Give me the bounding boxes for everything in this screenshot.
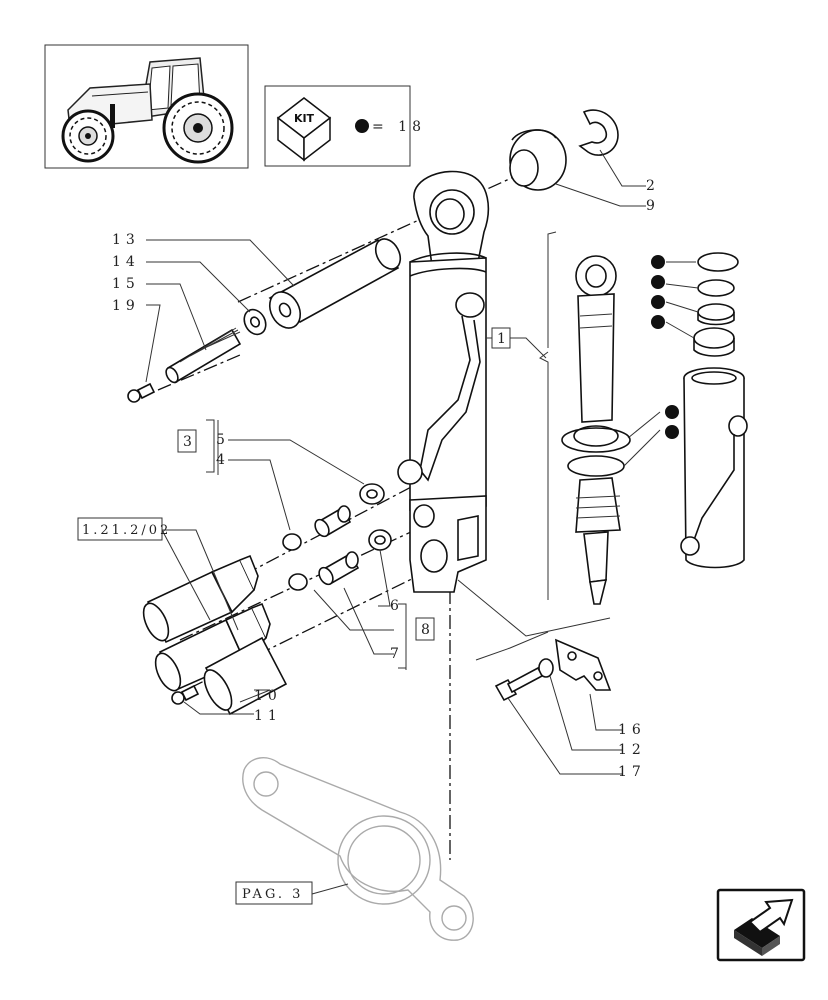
seal-kit-rings[interactable] <box>693 252 739 357</box>
callout-19: 19 <box>112 298 140 314</box>
ref-fittings-label: 8 <box>421 622 435 638</box>
pivot-pin[interactable] <box>264 235 406 334</box>
callout-12: 12 <box>618 742 646 758</box>
callout-6: 6 <box>390 598 404 614</box>
kit-quantity: = 18 <box>372 119 426 135</box>
plug-cap[interactable] <box>199 636 288 716</box>
o-ring-lower[interactable] <box>288 573 308 591</box>
pin-washer[interactable] <box>240 306 270 338</box>
callout-13: 13 <box>112 232 140 248</box>
tractor-icon <box>61 57 234 164</box>
ref-hydraulic-label: 1.21.2/02 <box>82 523 171 538</box>
ref-assembly[interactable]: 1 <box>491 327 511 349</box>
hydraulic-hoses[interactable] <box>138 554 271 694</box>
ref-seals-label: 3 <box>183 434 197 450</box>
callouts: 2 9 13 14 15 19 5 4 6 7 10 11 16 12 17 <box>112 178 660 780</box>
kit-box-icon: KIT <box>276 97 332 162</box>
mounting-bracket[interactable] <box>555 638 612 691</box>
kit-dot-icon <box>665 405 679 419</box>
callout-10: 10 <box>254 688 282 704</box>
ref-assembly-label: 1 <box>497 331 511 347</box>
cylinder-sleeve[interactable] <box>680 367 748 569</box>
ref-fittings[interactable]: 8 <box>398 603 435 669</box>
fitting-lower[interactable] <box>316 529 392 587</box>
kit-dot-icon <box>665 425 679 439</box>
callout-14: 14 <box>112 254 140 270</box>
kit-word: KIT <box>294 112 315 125</box>
spherical-bushing[interactable] <box>509 129 567 191</box>
callout-2: 2 <box>646 178 660 194</box>
callout-17: 17 <box>618 764 646 780</box>
callout-15: 15 <box>112 276 140 292</box>
callout-16: 16 <box>618 722 646 738</box>
kit-dot-icon <box>651 275 665 289</box>
kit-markers <box>651 255 679 439</box>
ref-page-label: PAG. 3 <box>242 887 303 902</box>
next-page-button[interactable] <box>716 888 806 962</box>
kit-dot-icon <box>651 295 665 309</box>
ref-seals[interactable]: 3 <box>177 419 215 473</box>
kit-dot-icon <box>355 119 369 133</box>
fitting-upper[interactable] <box>312 483 385 539</box>
bracket-bolt[interactable] <box>494 666 544 702</box>
detail-bracket-line <box>539 231 557 600</box>
kit-dot-icon <box>651 255 665 269</box>
grease-nipple-top[interactable] <box>127 382 156 403</box>
callout-4: 4 <box>216 452 230 468</box>
bracket-washer[interactable] <box>538 658 554 678</box>
rod-seal-upper[interactable] <box>561 427 631 453</box>
o-ring-upper[interactable] <box>282 533 302 551</box>
callout-7: 7 <box>390 646 404 662</box>
ref-page[interactable]: PAG. 3 <box>235 881 313 905</box>
callout-5: 5 <box>216 432 230 448</box>
snap-ring[interactable] <box>578 109 619 156</box>
callout-11: 11 <box>254 708 282 724</box>
lift-cylinder[interactable] <box>397 170 490 593</box>
rod-seal-lower[interactable] <box>567 455 625 477</box>
callout-9: 9 <box>646 198 660 214</box>
spacer-tube[interactable] <box>164 327 242 384</box>
lift-arm-ghost <box>242 757 474 941</box>
leader-lines <box>145 149 699 895</box>
kit-legend: KIT = 18 <box>264 85 426 167</box>
kit-dot-icon <box>651 315 665 329</box>
ref-hydraulic[interactable]: 1.21.2/02 <box>77 517 171 541</box>
piston-rod[interactable] <box>573 255 621 605</box>
next-page-arrow-icon <box>734 898 794 956</box>
tractor-thumbnail[interactable] <box>44 44 249 169</box>
grease-nipple-bottom[interactable] <box>171 684 200 705</box>
